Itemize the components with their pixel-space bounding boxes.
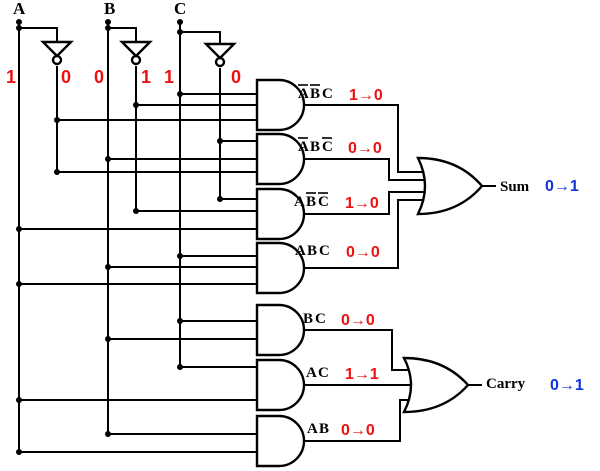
- term-2-letter-1: A: [298, 139, 309, 155]
- junction-dot-2: [105, 19, 111, 25]
- and-gate-3: [255, 187, 306, 241]
- junction-dot-11: [105, 156, 111, 162]
- gates: [40, 40, 484, 468]
- input-b-value: 0: [94, 67, 104, 87]
- labels: A B C 1 0 0 1 1 0 Sum 0→1 Carry 0→1: [6, 0, 584, 394]
- and-gate-1: [255, 78, 306, 132]
- junction-dot-21: [177, 364, 183, 370]
- or-gate-sum: [416, 156, 484, 216]
- junction-dot-3: [177, 19, 183, 25]
- junction-dot-10: [217, 138, 223, 144]
- junction-dot-7: [177, 91, 183, 97]
- term-6-letter-2: C: [318, 365, 329, 381]
- junction-dot-15: [16, 226, 22, 232]
- term-7-transition: 0→0: [341, 422, 375, 439]
- junction-dot-14: [133, 208, 139, 214]
- and-gate-6: [255, 358, 306, 412]
- and-gate-4: [255, 241, 306, 295]
- term-4-letter-2: B: [307, 243, 317, 259]
- wire-28: [304, 104, 424, 173]
- term-5-letter-1: B: [303, 311, 313, 327]
- not-gate-c-bubble: [214, 56, 226, 68]
- term-3-transition: 1→0: [345, 195, 379, 212]
- junction-dot-16: [177, 253, 183, 259]
- not-gate-a-bubble: [51, 54, 63, 66]
- junction-dot-5: [105, 25, 111, 31]
- term-1-letter-3: C: [322, 86, 333, 102]
- input-c-label: C: [174, 0, 186, 18]
- input-b-label: B: [104, 0, 115, 18]
- junction-dot-9: [54, 117, 60, 123]
- not-gate-a: [40, 40, 74, 58]
- term-3-letter-3: C: [318, 194, 329, 210]
- term-5-transition: 0→0: [341, 312, 375, 329]
- carry-output-label: Carry: [486, 376, 526, 392]
- term-2-letter-2: B: [310, 139, 320, 155]
- wire-34: [304, 399, 412, 442]
- junction-dot-13: [217, 196, 223, 202]
- junction-dot-20: [105, 336, 111, 342]
- term-6-transition: 1→1: [345, 366, 379, 383]
- junction-dot-4: [16, 25, 22, 31]
- carry-output-transition: 0→1: [550, 377, 584, 394]
- wire-30: [304, 191, 427, 215]
- term-4-letter-3: C: [319, 243, 330, 259]
- wire-31: [304, 199, 424, 269]
- sum-output-transition: 0→1: [545, 178, 579, 195]
- term-4-letter-1: A: [295, 243, 306, 259]
- junction-dot-18: [16, 281, 22, 287]
- junction-dot-24: [16, 449, 22, 455]
- term-6-letter-1: A: [306, 365, 317, 381]
- junction-dot-22: [16, 397, 22, 403]
- term-1-letter-1: A: [298, 86, 309, 102]
- and-gate-5: [255, 303, 306, 357]
- junction-dot-6: [177, 29, 183, 35]
- input-c-value: 1: [164, 67, 174, 87]
- junction-dot-8: [133, 102, 139, 108]
- wire-5: [108, 27, 137, 42]
- junction-dot-1: [16, 19, 22, 25]
- wire-6: [180, 31, 221, 44]
- term-7-letter-2: B: [319, 421, 329, 437]
- term-2-transition: 0→0: [348, 140, 382, 157]
- input-c-not-value: 0: [231, 67, 241, 87]
- junction-dot-23: [105, 431, 111, 437]
- not-gate-b-bubble: [130, 54, 142, 66]
- input-a-value: 1: [6, 67, 16, 87]
- junction-dot-17: [105, 264, 111, 270]
- wire-4: [19, 27, 58, 42]
- and-gate-2: [255, 132, 306, 186]
- input-a-label: A: [13, 0, 26, 18]
- sum-output-label: Sum: [500, 179, 530, 195]
- input-a-not-value: 0: [61, 67, 71, 87]
- or-gate-carry: [402, 356, 470, 414]
- junction-dot-12: [54, 169, 60, 175]
- term-7-letter-1: A: [307, 421, 318, 437]
- and-gate-7: [255, 414, 306, 468]
- term-1-transition: 1→0: [349, 87, 383, 104]
- not-gate-b: [119, 40, 153, 58]
- term-3-letter-1: A: [294, 194, 305, 210]
- not-gate-c: [203, 42, 237, 60]
- junction-dot-19: [177, 318, 183, 324]
- wires: [16, 19, 496, 455]
- term-4-transition: 0→0: [346, 244, 380, 261]
- term-3-letter-2: B: [306, 194, 316, 210]
- term-2-letter-3: C: [322, 139, 333, 155]
- wire-29: [304, 158, 427, 181]
- term-1-letter-2: B: [310, 86, 320, 102]
- wire-32: [304, 329, 412, 371]
- input-b-not-value: 1: [141, 67, 151, 87]
- term-5-letter-2: C: [315, 311, 326, 327]
